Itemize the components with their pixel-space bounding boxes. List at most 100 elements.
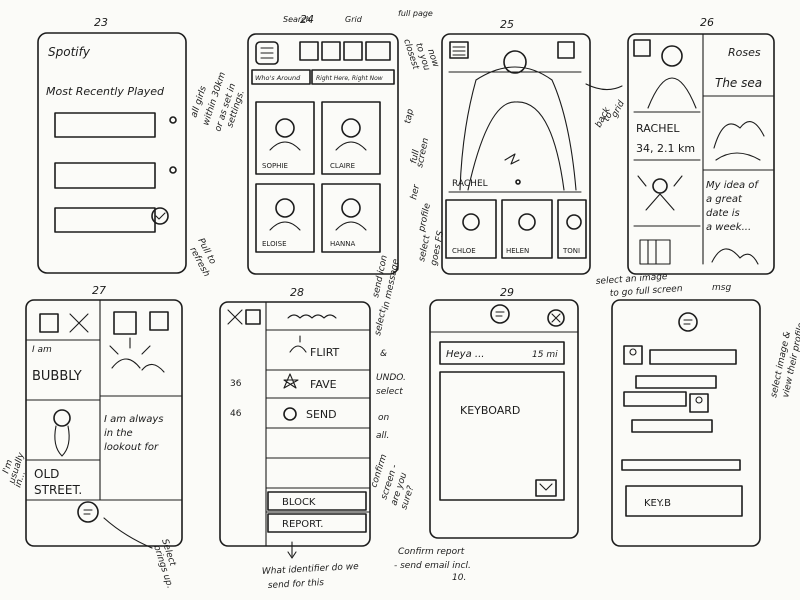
frame-26-name-line: RACHEL [636, 122, 680, 135]
note-msg: msg [712, 283, 731, 293]
frame-27-chat-icon[interactable] [77, 501, 99, 523]
frame-30-keyboard[interactable] [625, 485, 743, 517]
frame-24-grid-label: Grid [345, 15, 363, 24]
frame-29-chat-icon[interactable] [490, 304, 510, 324]
frame-26-figure-body [637, 175, 683, 211]
frame-28-send-icon[interactable] [283, 407, 297, 421]
frame-28-star-icon[interactable] [283, 373, 299, 389]
frame-24-profile-card-2[interactable] [321, 101, 381, 175]
frame-27-word-1: I am [32, 345, 52, 355]
frame-28-phone-outline [219, 301, 371, 547]
frame-25-thumb-name-3: TONI [562, 247, 580, 255]
frame-26-figure-head [652, 178, 668, 194]
frame-24: 24 Search Grid full page Who's Around Ri… [247, 9, 433, 275]
frame-29-message-input[interactable] [439, 341, 565, 365]
frame-23-heading: Most Recently Played [46, 85, 165, 98]
frame-24-search-icon[interactable] [299, 41, 319, 61]
frame-28-menu-send: SEND [306, 408, 337, 421]
frame-24-avatar-1 [275, 118, 295, 138]
frame-30-avatar-2[interactable] [689, 393, 709, 413]
frame-25-highlight-name: RACHEL [452, 179, 488, 189]
frame-26-top-text: Roses [728, 46, 761, 59]
frame-28-block-button[interactable] [267, 491, 367, 511]
frame-27-word-4: in the [104, 428, 133, 439]
frame-28-close-icon[interactable] [227, 309, 243, 325]
frame-25-heart-scribble [504, 153, 520, 165]
frame-24-profile-card-3[interactable] [255, 183, 315, 253]
frame-24-profile-name-1: SOPHIE [262, 162, 288, 170]
frame-27-panel-lines [25, 299, 183, 501]
frame-25-menu-icon[interactable] [449, 41, 469, 59]
frame-28-flirt-icon[interactable] [289, 335, 307, 353]
frame-27-close-icon[interactable] [69, 313, 89, 333]
note-usually-line-3: in... [13, 470, 28, 489]
frame-29-keyboard[interactable] [439, 371, 565, 501]
note-confirm-report: Confirm report - send email incl. 10. [394, 547, 471, 583]
frame-27-cat-head [53, 409, 71, 427]
frame-30-chat-icon[interactable] [678, 312, 698, 332]
note-report-line-1: Confirm report [398, 547, 465, 557]
frame-23-dot-1 [169, 116, 177, 124]
frame-24-tab-whos-around-label: Who's Around [255, 74, 301, 82]
note-confirm-screen: confirm screen - are you sure? [369, 453, 416, 511]
frame-26-menu-icon[interactable] [633, 39, 651, 57]
frame-26-table-sketch [639, 239, 671, 265]
frame-29: 29 Heya ... 15 mi KEYBOARD [429, 286, 579, 539]
frame-27-grid-icon[interactable] [113, 311, 137, 335]
frame-28-block-label: BLOCK [282, 497, 316, 508]
frame-28-menu-lines [265, 301, 371, 547]
frame-26-bio-4: a week... [706, 222, 751, 233]
frame-24-menu-icon[interactable] [255, 41, 279, 65]
frame-25-thumb-2[interactable] [501, 199, 553, 259]
frame-24-number: 24 [300, 13, 314, 26]
note-select-view-profile: select image & view their profile. [769, 319, 800, 398]
frame-23-check-icon[interactable] [151, 207, 169, 225]
frame-27-word-3: I am always [104, 414, 164, 425]
frame-23-track-row-1[interactable] [54, 112, 156, 138]
note-grid-arrow [585, 83, 623, 91]
note-identifier-line-2: send for this [268, 578, 325, 591]
frame-24-tab-whos-around[interactable] [251, 69, 311, 85]
frame-29-close-icon[interactable] [547, 309, 565, 327]
frame-23-track-row-2[interactable] [54, 162, 156, 189]
frame-27-cat-body [54, 425, 70, 457]
frame-30-input-line[interactable] [621, 459, 741, 471]
frame-23-track-row-3[interactable] [54, 207, 156, 233]
frame-29-send-button[interactable] [535, 479, 557, 497]
frame-26-bio-2: a great [706, 194, 743, 205]
note-select-brings-up-arrow [103, 517, 153, 549]
frame-29-keyboard-label: KEYBOARD [460, 404, 520, 417]
frame-24-shoulders-2 [335, 141, 367, 151]
frame-26-bio-1: My idea of [706, 180, 759, 191]
frame-30: KEY.B [611, 299, 761, 547]
frame-24-list-icon[interactable] [343, 41, 363, 61]
frame-25-phone-outline [441, 33, 591, 275]
frame-27-fullpage-icon[interactable] [149, 311, 169, 331]
frame-24-grid-icon[interactable] [321, 41, 341, 61]
note-undo-line-5: all. [376, 431, 389, 441]
frame-23: 23 Spotify Most Recently Played [37, 16, 187, 274]
frame-25-grid-icon[interactable] [557, 41, 575, 59]
frame-24-tab-right-here[interactable] [311, 69, 395, 85]
frame-28-report-button[interactable] [267, 513, 367, 533]
frame-24-fullpage-icon[interactable] [365, 41, 391, 61]
note-undo: & UNDO. select on all. [376, 349, 406, 441]
frame-24-avatar-3 [275, 198, 295, 218]
note-select-image: select an image to go full screen msg [596, 272, 732, 299]
frame-26-sea-sketch [713, 121, 765, 161]
frame-25-thumb-3[interactable] [557, 199, 587, 259]
frame-24-profile-card-1[interactable] [255, 101, 315, 175]
frame-24-profile-card-4[interactable] [321, 183, 381, 253]
note-select-image-line-2: to go full screen [610, 284, 684, 299]
frame-30-chat-icon-lines [683, 319, 693, 325]
frame-25-photo-edges [448, 71, 582, 193]
frame-27-word-5: lookout for [104, 442, 159, 453]
frame-30-avatar-1[interactable] [623, 345, 643, 365]
frame-28-fullpage-icon[interactable] [245, 309, 261, 325]
frame-27-chat-icon-lines [83, 509, 93, 515]
note-identifier: What identifier do we send for this [262, 541, 359, 591]
note-report-line-2: - send email incl. [394, 561, 471, 571]
frame-25-thumb-1[interactable] [445, 199, 497, 259]
frame-25-thumb-avatar-2 [518, 213, 536, 231]
frame-27-menu-icon[interactable] [39, 313, 59, 333]
